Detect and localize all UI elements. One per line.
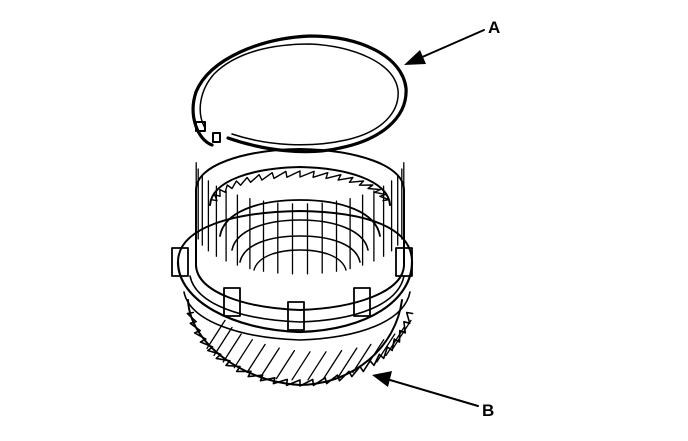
callout-label-a: A [488,18,501,37]
helix-line [213,326,233,357]
helix-line [275,349,296,380]
snap-ring [191,34,408,154]
sleeve-block [287,301,305,331]
helix-line [307,351,327,381]
helix-line [392,319,412,350]
helix-line [365,339,385,369]
helix-line [233,339,253,369]
callout-label-b: B [482,401,495,420]
bore-splines [210,170,390,202]
gear-tooth-profile [186,311,414,387]
helix-line [385,326,405,357]
gear-teeth [186,311,414,387]
splined-hub [195,148,405,311]
helix-line [322,349,343,380]
helix-line [206,319,226,350]
gear-helix-lines [206,319,412,381]
helical-gear [186,299,414,387]
sleeve-block [171,247,189,277]
bore-spline-profile [210,170,390,202]
helix-line [246,343,266,374]
helix-line [291,351,311,381]
leader-b [372,371,479,407]
helix-line [338,347,358,377]
hub-splines [195,162,405,275]
helix-line [376,333,396,363]
helix-line [222,333,242,363]
helix-line [260,347,280,377]
leader-a [404,29,485,65]
helix-line [352,343,372,374]
